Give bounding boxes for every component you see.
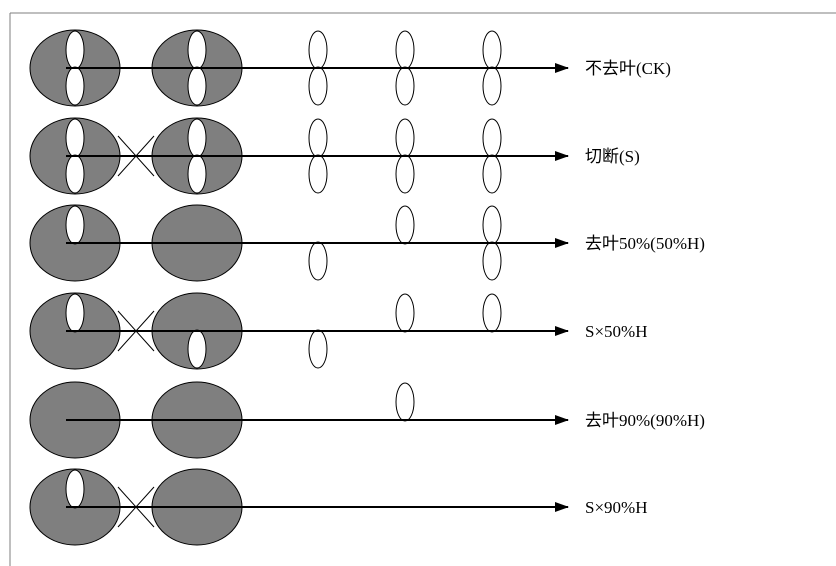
leaf-lower-node-2	[187, 329, 207, 369]
leaf-upper-node-5	[482, 293, 502, 333]
leaf-upper-node-1	[65, 30, 85, 70]
leaf-upper-node-5	[482, 205, 502, 245]
leaf-upper-node-1	[65, 469, 85, 509]
treatment-row-s_h50: S×50%H	[29, 292, 647, 370]
leaf-upper-node-4	[395, 382, 415, 422]
treatment-rows: 不去叶(CK) 切断(S) 去叶50%(50%H) S×50%H 去叶90%(90%H)…	[29, 29, 705, 546]
leaf-upper-node-2	[187, 118, 207, 158]
treatment-row-s_h90: S×90%H	[29, 468, 647, 546]
row-label-s_h50: S×50%H	[585, 322, 647, 341]
leaf-lower-node-1	[65, 66, 85, 106]
leaf-upper-node-4	[395, 118, 415, 158]
leaf-upper-node-4	[395, 205, 415, 245]
treatment-row-ck: 不去叶(CK)	[29, 29, 671, 107]
leaf-lower-node-5	[482, 154, 502, 194]
leaf-lower-node-4	[395, 66, 415, 106]
leaf-lower-node-3	[308, 241, 328, 281]
row-label-h90: 去叶90%(90%H)	[585, 411, 705, 430]
leaf-upper-node-2	[187, 30, 207, 70]
leaf-upper-node-5	[482, 118, 502, 158]
leaf-upper-node-5	[482, 30, 502, 70]
leaf-upper-node-1	[65, 293, 85, 333]
leaf-upper-node-1	[65, 118, 85, 158]
leaf-upper-node-3	[308, 118, 328, 158]
leaf-lower-node-2	[187, 66, 207, 106]
leaf-upper-node-4	[395, 30, 415, 70]
treatment-row-s: 切断(S)	[29, 117, 640, 195]
leaf-lower-node-4	[395, 154, 415, 194]
leaf-lower-node-2	[187, 154, 207, 194]
leaf-lower-node-5	[482, 241, 502, 281]
treatment-row-h50: 去叶50%(50%H)	[29, 204, 705, 282]
treatment-row-h90: 去叶90%(90%H)	[29, 381, 705, 459]
leaf-lower-node-1	[65, 154, 85, 194]
row-label-h50: 去叶50%(50%H)	[585, 234, 705, 253]
row-label-s_h90: S×90%H	[585, 498, 647, 517]
leaf-lower-node-3	[308, 66, 328, 106]
leaf-upper-node-3	[308, 30, 328, 70]
row-label-ck: 不去叶(CK)	[585, 59, 671, 78]
row-label-s: 切断(S)	[585, 147, 640, 166]
leaf-lower-node-3	[308, 154, 328, 194]
leaf-upper-node-1	[65, 205, 85, 245]
leaf-upper-node-4	[395, 293, 415, 333]
leaf-lower-node-3	[308, 329, 328, 369]
leaf-lower-node-5	[482, 66, 502, 106]
